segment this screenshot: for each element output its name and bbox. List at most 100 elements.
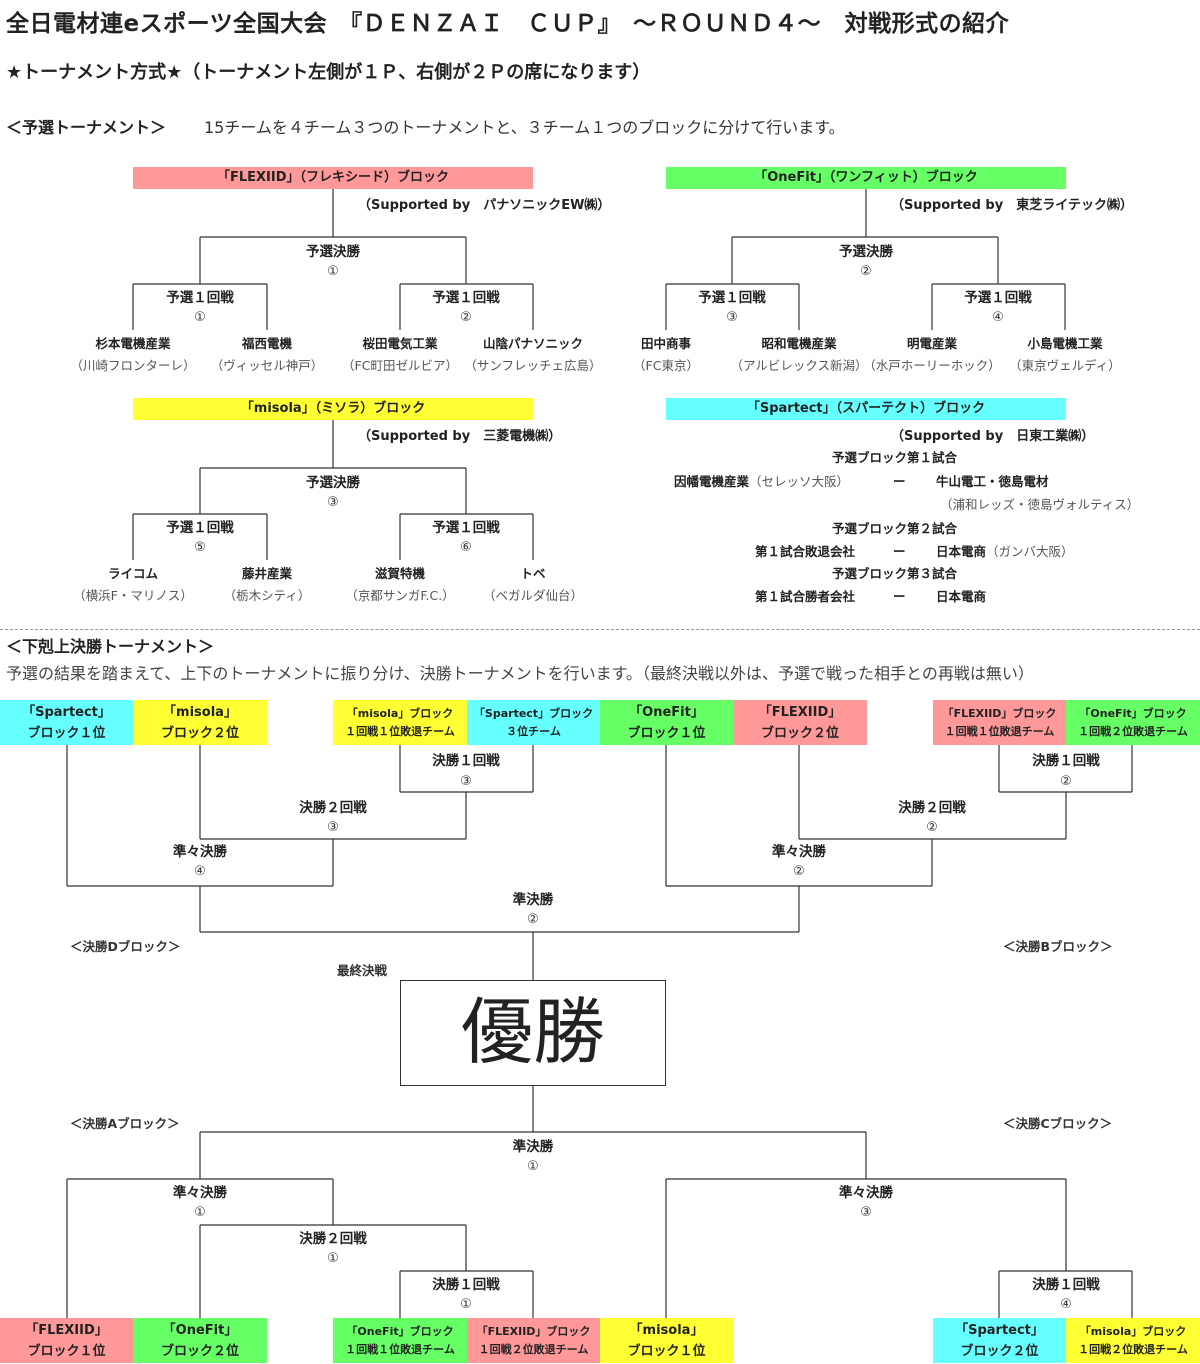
onefit-final-label: 予選決勝 [839,244,893,260]
flexiid-final-label: 予選決勝 [306,244,360,260]
misola-team-4: トベ [520,566,546,581]
flexiid-team-2: 福西電機 [241,336,293,351]
misola-final-label: 予選決勝 [306,475,360,491]
a-r2-label: 決勝２回戦 [299,1231,367,1247]
bottom-seed-flexiid-1st: 「FLEXIID」ブロック１位 [0,1318,133,1363]
misola-supported-by: （Supported by 三菱電機㈱） [358,429,562,444]
b-r2-number: ② [926,820,938,835]
bottom-seed-misola-1st: 「misola」ブロック１位 [600,1318,733,1363]
page-subtitle: ★トーナメント方式★（トーナメント左側が１Ｐ、右側が２Ｐの席になります） [6,62,651,83]
bottom-seed-spartect-2nd: 「Spartect」ブロック２位 [933,1318,1066,1363]
final-description: 予選の結果を踏まえて、上下のトーナメントに振り分け、決勝トーナメントを行います。… [6,664,1034,683]
misola-team-2: 藤井産業 [241,566,293,581]
misola-team-3: 滋賀特機 [374,566,426,581]
flexiid-block-header: 「FLEXIID」（フレキシード）ブロック [133,167,533,189]
section-divider [0,629,1200,630]
spartect-match2-right: 日本電商（ガンバ大阪） [936,544,1074,559]
onefit-final-number: ② [860,264,872,279]
top-seed-spartect-1st: 「Spartect」ブロック１位 [0,700,133,745]
spartect-match3-title: 予選ブロック第３試合 [832,566,958,581]
top-seed-misola-2nd: 「misola」ブロック２位 [133,700,267,745]
onefit-r1-right-number: ④ [992,310,1004,325]
c-r1-number: ④ [1060,1297,1072,1312]
spartect-match3-left: 第１試合勝者会社 [755,589,856,604]
flexiid-r1-left-label: 予選１回戦 [166,290,234,306]
a-r1-label: 決勝１回戦 [432,1277,500,1293]
flexiid-r1-left-number: ① [194,310,206,325]
onefit-r1-left-number: ③ [726,310,738,325]
flexiid-team-4: 山陰パナソニック [482,336,584,351]
d-qf-label: 準々決勝 [173,844,227,860]
spartect-match1-right-club: （浦和レッズ・徳島ヴォルティス） [940,497,1140,512]
spartect-match3-right: 日本電商 [936,589,987,604]
b-qf-label: 準々決勝 [772,844,826,860]
spartect-match1-right: 牛山電工・徳島電材 [936,474,1049,489]
spartect-match2-left: 第１試合敗退会社 [755,544,856,559]
misola-final-number: ③ [327,495,339,510]
a-r2-number: ① [327,1251,339,1266]
spartect-match1-title: 予選ブロック第１試合 [832,450,958,465]
spartect-match2-dash: ー [893,544,906,559]
b-qf-number: ② [793,864,805,879]
bottom-seed-onefit-2nd: 「OneFit」ブロック２位 [133,1318,267,1363]
prelim-heading: ＜予選トーナメント＞ [6,118,167,137]
page-title: 全日電材連eスポーツ全国大会 『ＤＥＮＺＡＩ ＣＵＰ』 ～ＲＯＵＮＤ４～ 対戦形… [6,11,1010,37]
onefit-team-1: 田中商事 [640,336,692,351]
onefit-team-3-club: （水戸ホーリーホック） [863,358,1001,373]
c-qf-label: 準々決勝 [839,1185,893,1201]
top-seed-flexiid-2nd: 「FLEXIID」ブロック２位 [733,700,867,745]
last-match-label: 最終決戦 [337,963,388,978]
onefit-team-4-club: （東京ヴェルディ） [1009,358,1121,373]
flexiid-supported-by: （Supported by パナソニックEW㈱） [358,198,611,213]
a-r1-number: ① [460,1297,472,1312]
block-c-label: ＜決勝Cブロック＞ [1003,1116,1113,1131]
bottom-sf-label: 準決勝 [512,1139,554,1155]
block-d-label: ＜決勝Dブロック＞ [70,939,181,954]
onefit-supported-by: （Supported by 東芝ライテック㈱） [891,198,1133,213]
misola-r1-right-label: 予選１回戦 [432,520,500,536]
misola-team-1: ライコム [107,566,159,581]
champion-box: 優勝 [400,980,666,1086]
flexiid-team-2-club: （ヴィッセル神戸） [210,358,324,373]
onefit-team-3: 明電産業 [906,336,958,351]
d-r2-number: ③ [327,820,339,835]
bottom-sf-number: ① [527,1159,539,1174]
misola-r1-left-label: 予選１回戦 [166,520,234,536]
spartect-match1-left: 因幡電機産業（セレッソ大阪） [674,474,850,489]
top-sf-label: 準決勝 [512,892,554,908]
b-r1-number: ② [1060,774,1072,789]
b-r2-label: 決勝２回戦 [898,800,966,816]
onefit-block-header: 「OneFit」（ワンフィット）ブロック [666,167,1066,189]
top-seed-onefit-1st: 「OneFit」ブロック１位 [600,700,733,745]
prelim-description: 15チームを４チーム３つのトーナメントと、３チーム１つのブロックに分けて行います… [204,118,845,137]
flexiid-r1-right-label: 予選１回戦 [432,290,500,306]
a-qf-number: ① [194,1205,206,1220]
flexiid-team-3-club: （FC町田ゼルビア） [342,358,458,373]
spartect-block-header: 「Spartect」（スパーテクト）ブロック [666,398,1066,420]
onefit-team-2-club: （アルビレックス新潟） [730,358,868,373]
block-a-label: ＜決勝Aブロック＞ [70,1116,180,1131]
spartect-match1-dash: ー [893,474,906,489]
flexiid-team-1-club: （川崎フロンターレ） [70,358,196,373]
flexiid-team-1: 杉本電機産業 [95,336,171,351]
top-sf-number: ② [527,912,539,927]
onefit-r1-left-label: 予選１回戦 [698,290,766,306]
spartect-match3-dash: ー [893,589,906,604]
onefit-team-2: 昭和電機産業 [761,336,837,351]
d-r2-label: 決勝２回戦 [299,800,367,816]
d-r1-label: 決勝１回戦 [432,753,500,769]
c-qf-number: ③ [860,1205,872,1220]
misola-r1-left-number: ⑤ [194,540,206,555]
misola-r1-right-number: ⑥ [460,540,472,555]
final-heading: ＜下剋上決勝トーナメント＞ [6,637,215,656]
misola-block-header: 「misola」（ミソラ）ブロック [133,398,533,420]
c-r1-label: 決勝１回戦 [1032,1277,1100,1293]
onefit-r1-right-label: 予選１回戦 [964,290,1032,306]
